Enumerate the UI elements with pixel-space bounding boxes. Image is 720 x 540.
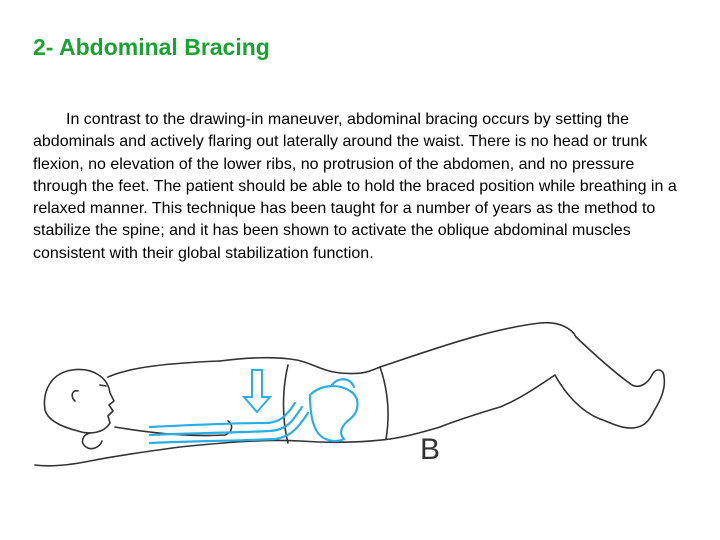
waist-line bbox=[379, 366, 389, 440]
shorts-line bbox=[282, 364, 289, 444]
illustration-svg: B bbox=[34, 321, 666, 467]
neck-line bbox=[107, 360, 221, 378]
thigh-upper bbox=[379, 321, 577, 368]
shin-upper bbox=[575, 336, 666, 412]
pressure-arrow bbox=[241, 369, 273, 414]
muscle-lines bbox=[148, 378, 359, 445]
slide-title: 2- Abdominal Bracing bbox=[33, 34, 270, 60]
back-lower bbox=[34, 438, 391, 467]
muscle-band-3 bbox=[148, 411, 310, 445]
foot-outline bbox=[599, 410, 655, 429]
torso-upper bbox=[219, 356, 381, 375]
muscle-band-2 bbox=[148, 405, 304, 437]
eye-outline bbox=[99, 384, 107, 387]
head-outline bbox=[43, 368, 115, 434]
body-paragraph: In contrast to the drawing-in maneuver, … bbox=[33, 111, 677, 262]
ear-outline bbox=[71, 389, 79, 402]
muscle-band-1 bbox=[148, 401, 297, 429]
pelvis-outline bbox=[308, 385, 359, 443]
leg-lower bbox=[389, 374, 601, 440]
figure-label: B bbox=[420, 433, 440, 466]
supine-bracing-illustration: B bbox=[20, 315, 692, 495]
body-outline bbox=[34, 321, 666, 467]
hand-outline bbox=[81, 432, 103, 450]
pelvis-detail bbox=[330, 378, 356, 389]
